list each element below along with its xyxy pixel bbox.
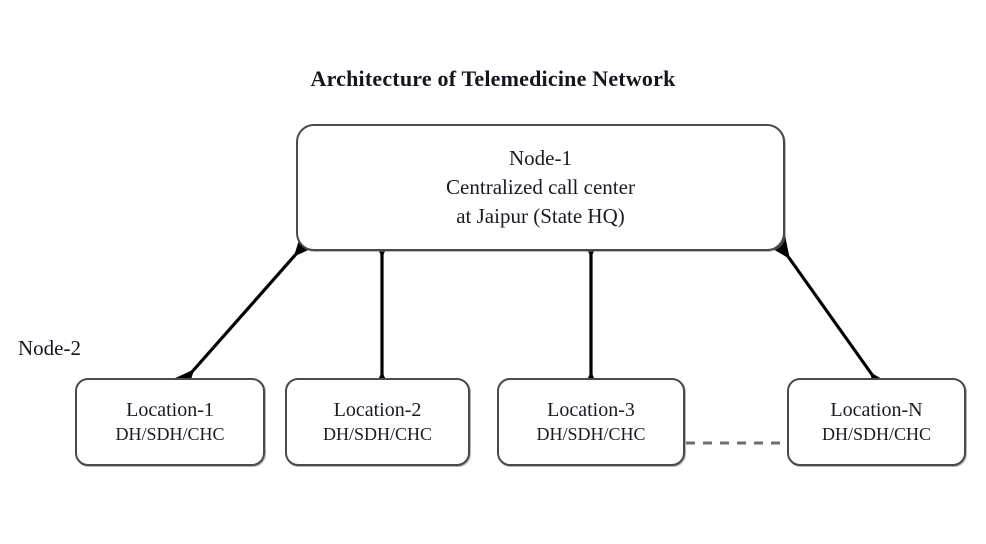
central-node-line-3: at Jaipur (State HQ) — [456, 204, 625, 228]
location-box-3[interactable]: Location-3 DH/SDH/CHC — [497, 378, 685, 466]
arrow-node1-to-location-n — [763, 228, 897, 403]
central-node-line-1: Node-1 — [509, 146, 572, 170]
location-name: Location-2 — [333, 399, 422, 421]
location-box-n[interactable]: Location-N DH/SDH/CHC — [787, 378, 966, 466]
location-name: Location-3 — [547, 399, 635, 421]
central-node-line-2: Centralized call center — [446, 175, 635, 199]
location-facilities: DH/SDH/CHC — [536, 424, 646, 444]
location-name: Location-N — [830, 399, 923, 421]
location-facilities: DH/SDH/CHC — [115, 424, 225, 444]
arrow-node1-to-location-1 — [166, 227, 322, 399]
location-facilities: DH/SDH/CHC — [821, 424, 932, 444]
location-box-2[interactable]: Location-2 DH/SDH/CHC — [285, 378, 470, 466]
location-box-1[interactable]: Location-1 DH/SDH/CHC — [75, 378, 265, 466]
central-node-box[interactable]: Node-1 Centralized call center at Jaipur… — [296, 124, 785, 251]
location-name: Location-1 — [126, 399, 214, 421]
node-2-label: Node-2 — [18, 336, 81, 360]
location-facilities: DH/SDH/CHC — [322, 424, 433, 444]
page-title: Architecture of Telemedicine Network — [310, 66, 676, 91]
